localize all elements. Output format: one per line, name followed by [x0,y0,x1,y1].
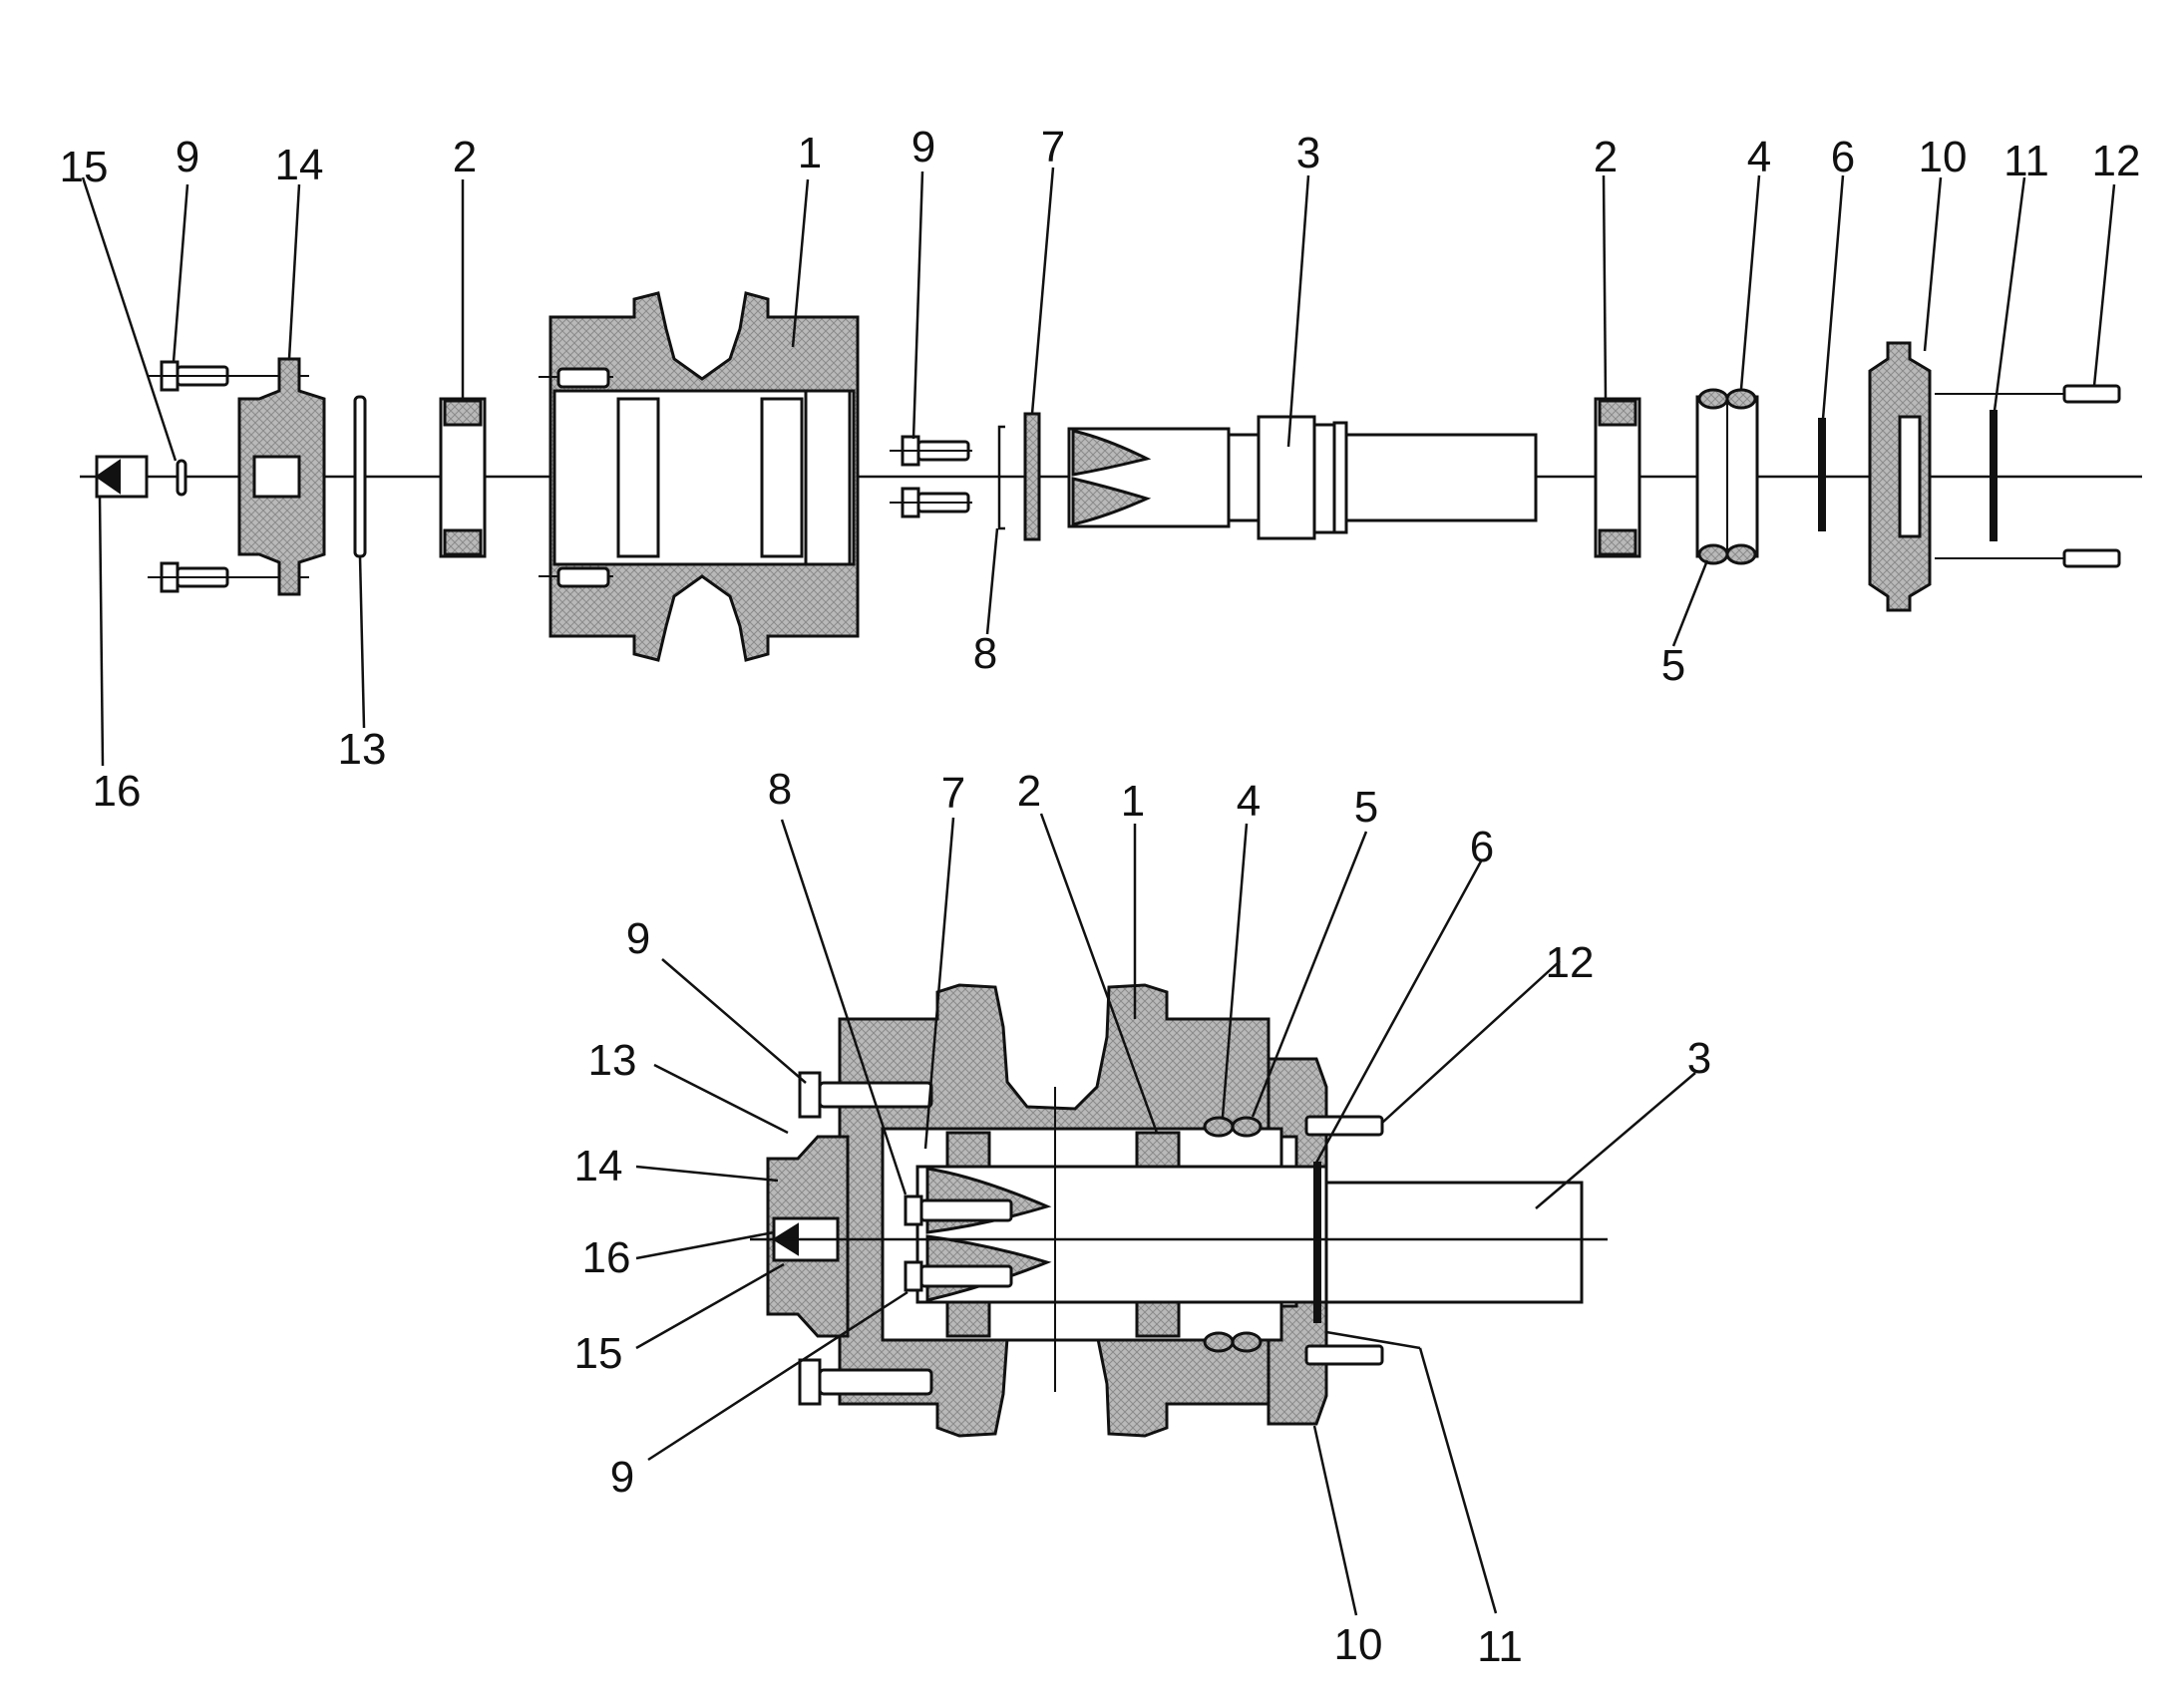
label-14: 14 [275,141,324,189]
label-12: 12 [2092,137,2141,185]
label-15: 15 [574,1329,623,1378]
label-4: 4 [1237,777,1261,826]
exploded-view: 15 9 14 2 1 9 7 3 2 4 6 10 11 12 8 5 13 … [60,123,2142,816]
label-6: 6 [1831,133,1855,181]
label-7: 7 [941,769,965,818]
label-13: 13 [588,1036,637,1085]
label-9: 9 [911,123,935,171]
part-1-roller-body [539,291,860,662]
label-7: 7 [1041,123,1065,171]
assembly-part-11-retainer [1313,1162,1321,1323]
label-9: 9 [176,133,199,181]
label-10: 10 [1919,133,1968,181]
assembly-view: 9 13 14 16 15 9 8 7 2 1 4 5 6 12 3 10 11 [574,765,1712,1671]
label-11: 11 [1477,1622,1523,1671]
label-4: 4 [1747,133,1771,181]
label-2: 2 [1017,767,1041,816]
label-3: 3 [1296,129,1320,177]
part-2-bearing-left [439,397,487,558]
label-3: 3 [1687,1034,1711,1083]
label-10: 10 [1334,1620,1383,1669]
exploded-leaders [81,167,2116,767]
label-16: 16 [582,1233,631,1282]
part-10-bore [1898,415,1922,538]
part-3-shaft [1067,415,1538,540]
label-9: 9 [610,1453,634,1502]
assembly-part-9-bolts [798,1071,1013,1406]
assembly-part-2-bearings [945,1131,1181,1338]
part-4-5-floating-seal [1695,388,1759,565]
label-1: 1 [1121,777,1145,826]
part-7-washer [1023,412,1041,541]
label-2: 2 [1594,133,1618,181]
part-9-bolts-left [148,360,309,593]
label-5: 5 [1661,641,1685,690]
label-2: 2 [453,133,477,181]
label-1: 1 [798,129,822,177]
label-8: 8 [973,629,997,678]
part-9-bolts-middle [890,435,972,518]
part-13-seal [353,395,367,558]
assembly-part-12-pins [1304,1115,1384,1366]
assembly-leaders [635,813,1696,1616]
part-6-oring [1818,418,1826,531]
part-8-lock-plate [997,425,1005,530]
label-12: 12 [1546,938,1595,987]
label-14: 14 [574,1142,623,1191]
assembly-part-3-shaft [1324,1181,1584,1304]
part-2-bearing-right [1594,397,1641,558]
part-14-bore [252,455,301,499]
part-11-retainer [1990,410,1998,541]
label-13: 13 [338,725,387,774]
label-15: 15 [60,143,109,191]
part-16-plug [95,455,149,499]
part-15-oring [176,459,187,497]
label-5: 5 [1354,783,1378,832]
label-11: 11 [2003,137,2049,185]
label-16: 16 [93,767,142,816]
label-6: 6 [1470,823,1494,871]
assembly-part-4-5-seal [1203,1116,1263,1353]
part-12-pins [1935,384,2121,568]
label-8: 8 [768,765,792,814]
label-9: 9 [626,914,650,963]
